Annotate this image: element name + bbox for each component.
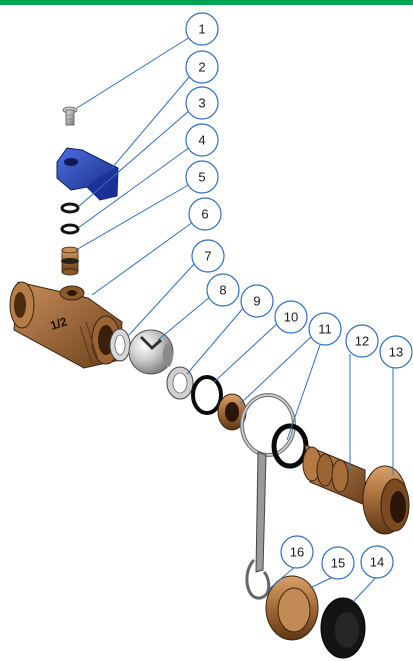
callout-6: 6 [188,197,222,231]
callout-15-number: 15 [331,556,345,571]
part-9-seat-ring [166,366,194,400]
callout-9: 9 [240,284,274,318]
part-8-ball [128,329,174,375]
callout-3: 3 [185,86,219,120]
callout-10: 10 [274,300,308,334]
callout-8-number: 8 [219,283,226,298]
part-14-seal-disc [320,597,366,659]
callout-1: 1 [185,12,219,46]
callout-6-number: 6 [201,207,208,222]
callout-11-number: 11 [318,322,332,337]
part-7-seat-ring [109,328,131,362]
body-marking-text: 1/2 [49,314,70,333]
callout-8: 8 [206,273,240,307]
callout-13-number: 13 [389,345,403,360]
part-6-valve-body: 1/2 [9,281,123,369]
part-2-lever-handle [56,147,119,201]
callout-14: 14 [360,545,394,579]
part-13-hose-tail-nut [302,444,410,535]
leader-lines [75,36,394,603]
callout-10-number: 10 [284,310,298,325]
callout-3-number: 3 [198,96,205,111]
callout-7: 7 [191,239,225,273]
part-4-o-ring [60,223,80,235]
callout-13: 13 [379,335,413,369]
part-10-gasket [191,375,223,415]
callout-12: 12 [345,324,379,358]
callout-4-number: 4 [198,133,205,148]
callout-15: 15 [321,546,355,580]
part-11-insert-ring [217,393,247,431]
callout-5-number: 5 [198,170,205,185]
callout-5: 5 [185,160,219,194]
callout-16-number: 16 [290,545,304,560]
callout-9-number: 9 [253,294,260,309]
callout-2: 2 [185,50,219,84]
callout-7-number: 7 [204,249,211,264]
part-15-dust-cap [265,575,319,641]
part-5-stem [61,246,79,276]
callout-14-number: 14 [370,555,384,570]
callout-2-number: 2 [198,60,205,75]
part-1-screw [62,106,78,126]
callout-1-number: 1 [198,22,205,37]
callout-12-number: 12 [355,334,369,349]
callout-11: 11 [308,312,342,346]
callout-16: 16 [280,535,314,569]
part-3-o-ring [60,202,80,214]
top-accent-bar [0,0,413,5]
callout-4: 4 [185,123,219,157]
